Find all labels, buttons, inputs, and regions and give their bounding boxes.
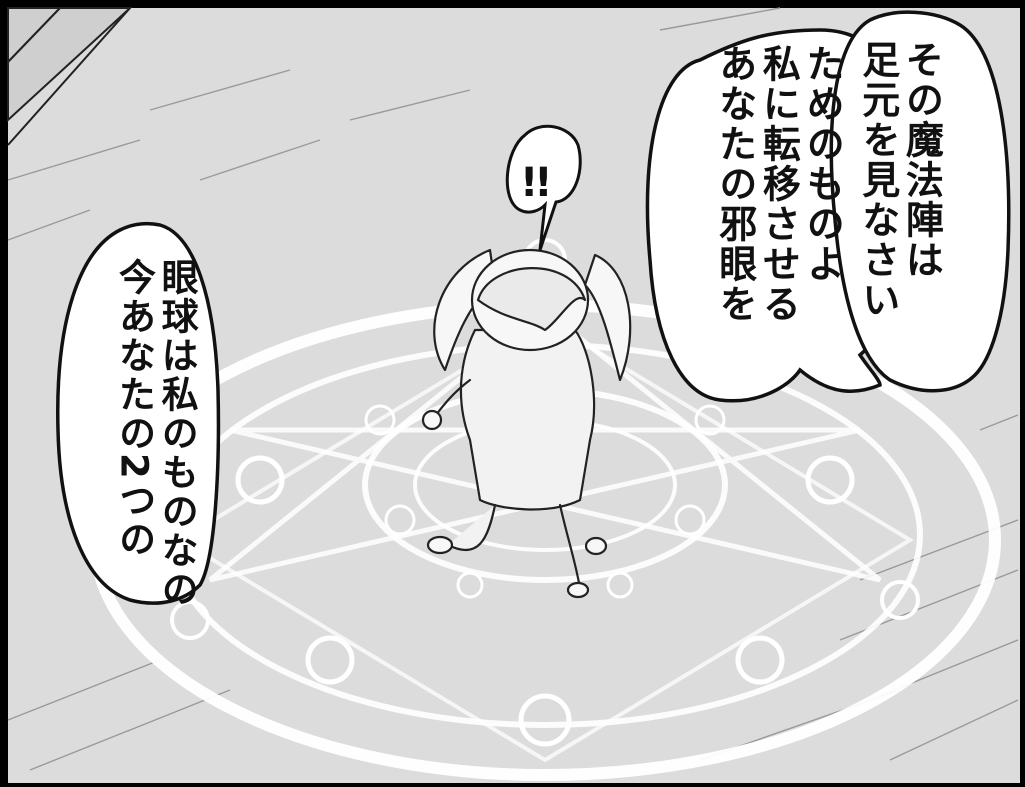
bubble-left-line-1: 今あなたの2つの [112, 258, 156, 559]
bubble-right-line-2: 私に転移させる [756, 44, 801, 324]
bubble-right-line-1: ためのものよ [800, 44, 845, 284]
bubble-right-text-upper: その魔法陣は 足元を見なさい [855, 40, 944, 370]
speech-bubble-right [645, 10, 1011, 403]
bubble-right-text: ためのものよ 私に転移させる あなたの邪眼を [712, 44, 845, 384]
bubble-right-line-4: その魔法陣は [899, 40, 944, 280]
exclaim-text: !! [520, 160, 553, 206]
bubble-right-line-5: 足元を見なさい [855, 40, 900, 320]
bubble-right-line-3: あなたの邪眼を [712, 44, 757, 324]
corner-beams [7, 7, 133, 146]
bubble-left-text: 眼球は私のものなの 今あなたの2つの [112, 258, 199, 609]
speech-bubble-left [56, 221, 221, 605]
bubble-left-line-2: 眼球は私のものなの [155, 258, 199, 609]
character-figure [421, 248, 632, 599]
exclaim-bubble [505, 124, 582, 251]
